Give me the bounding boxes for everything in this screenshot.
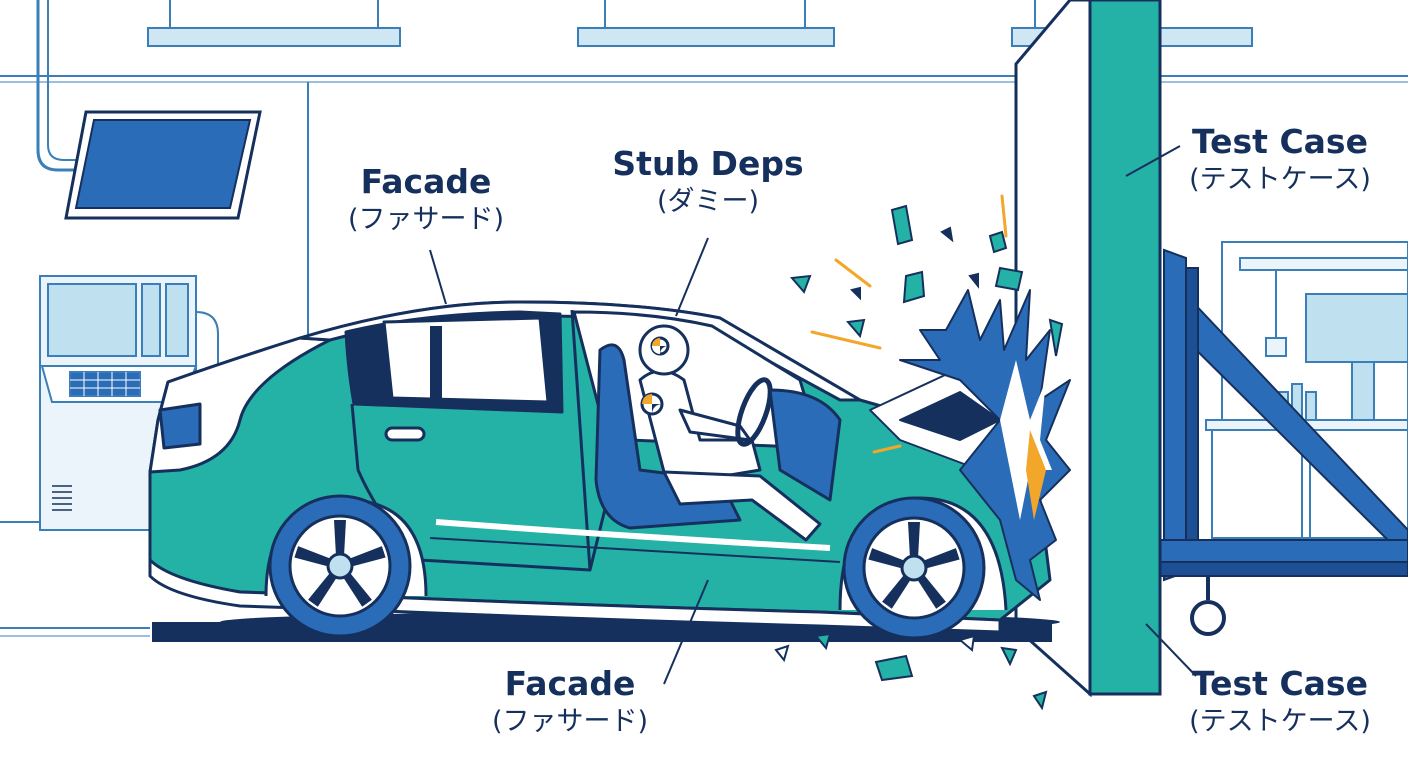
leader-facade-bottom [663, 579, 709, 685]
debris [774, 204, 1064, 711]
label-test-case-top: Test Case (テストケース) [1170, 122, 1390, 198]
rear-wheel [268, 494, 412, 638]
front-wheel [842, 496, 986, 640]
crash-dummy [594, 324, 842, 542]
leader-lines [429, 145, 1197, 685]
leader-test-case-bottom [1145, 623, 1197, 677]
label-facade-bottom-jp: (ファサード) [491, 706, 649, 737]
label-test-case-bottom-jp: (テストケース) [1189, 706, 1371, 737]
label-test-case-top-en: Test Case [1192, 122, 1368, 161]
leader-test-case-top [1125, 145, 1181, 177]
lab-equipment-right [1205, 241, 1408, 539]
label-stub-deps: Stub Deps (ダミー) [598, 144, 818, 220]
sparks [810, 194, 1008, 454]
wall-monitor [64, 110, 262, 220]
label-facade-bottom-en: Facade [504, 664, 636, 703]
label-test-case-bottom-en: Test Case [1192, 664, 1368, 703]
label-facade-top-jp: (ファサード) [347, 204, 505, 235]
label-facade-bottom: Facade (ファサード) [460, 664, 680, 740]
label-test-case-bottom: Test Case (テストケース) [1170, 664, 1390, 740]
label-facade-top-en: Facade [360, 162, 492, 201]
leader-facade-top [429, 249, 447, 305]
barrier-rig [1159, 248, 1408, 636]
label-facade-top: Facade (ファサード) [316, 162, 536, 238]
label-test-case-top-jp: (テストケース) [1189, 164, 1371, 195]
label-stub-deps-en: Stub Deps [612, 144, 804, 183]
leader-stub-deps [675, 237, 709, 317]
label-stub-deps-jp: (ダミー) [656, 186, 760, 217]
impact-burst [869, 289, 1071, 601]
